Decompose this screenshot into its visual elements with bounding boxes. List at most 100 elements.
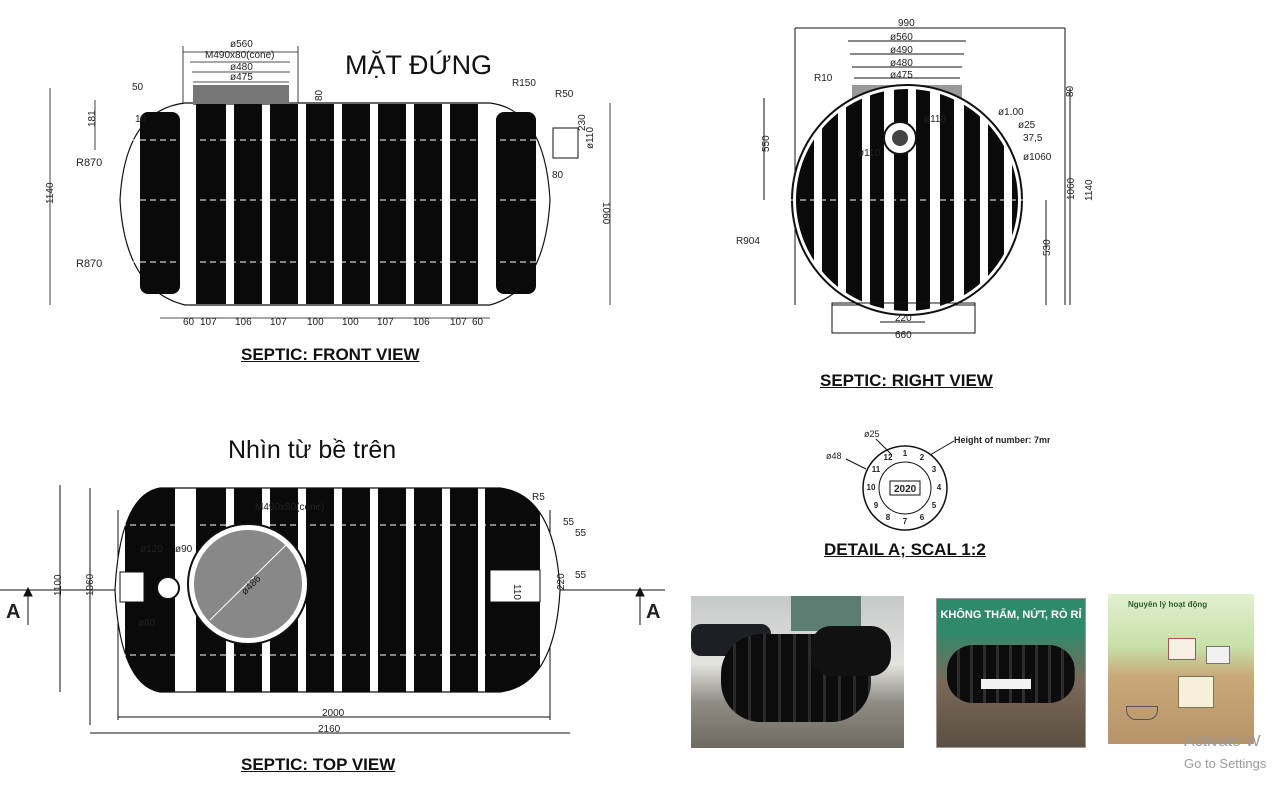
ring-number: 10 — [867, 483, 876, 492]
detail-note: Height of number: 7mm — [954, 435, 1050, 445]
dim-530: 530 — [1042, 239, 1053, 256]
green-wall — [791, 596, 861, 631]
dim-1100: 1100 — [53, 574, 64, 596]
bottom-dim: 107 — [377, 317, 394, 328]
dim-r904: R904 — [736, 236, 760, 247]
dim-230: 230 — [577, 114, 588, 131]
bottom-dim: 106 — [235, 317, 252, 328]
dim-d110: ø110 — [585, 127, 596, 149]
dim-10: 10 — [135, 114, 147, 125]
dim-d560: ø560 — [230, 39, 253, 50]
dim-d120: ø120 — [140, 544, 163, 555]
diagram-photo: Nguyên lý hoạt động — [1108, 594, 1254, 744]
front-view-drawing: ø560 M490x80(cone) ø480 ø475 R150 R50 50… — [45, 39, 611, 328]
dim-d110a: ø110 — [924, 114, 946, 125]
dim-r5: R5 — [532, 492, 545, 503]
dim-d25: ø25 — [1018, 120, 1036, 131]
dim-r150: R150 — [512, 78, 536, 89]
dim-375: 37,5 — [1023, 133, 1043, 144]
dim-80b: 80 — [552, 170, 564, 181]
settings-watermark: Go to Settings — [1184, 756, 1267, 771]
dim-d80: ø80 — [138, 618, 156, 629]
dim-181: 181 — [87, 110, 98, 127]
tank-icon — [1178, 676, 1214, 708]
tank-label — [981, 679, 1031, 689]
dim-1060: 1060 — [1066, 177, 1077, 200]
dim-r870b: R870 — [76, 258, 102, 270]
tank-body — [947, 645, 1075, 703]
ring-number: 11 — [872, 465, 881, 474]
dim-d560: ø560 — [890, 32, 913, 43]
ring-number: 2 — [920, 453, 925, 462]
section-a-right: A — [646, 601, 660, 623]
photo-caption: Nguyên lý hoạt động — [1128, 600, 1208, 609]
ring-number: 7 — [903, 517, 908, 526]
ring-number: 9 — [874, 501, 879, 510]
dim-1060: 1060 — [600, 202, 611, 225]
bottom-dim: 60 — [472, 317, 484, 328]
dim-55a: 55 — [563, 517, 575, 528]
ring-number: 3 — [932, 465, 937, 474]
product-photo: KHÔNG THẤM, NỨT, RÒ RỈ — [936, 598, 1086, 748]
ring-number: 1 — [903, 449, 908, 458]
right-view-title: SEPTIC: RIGHT VIEW — [820, 371, 993, 390]
ring-number: 12 — [884, 453, 893, 462]
bottom-dim: 106 — [413, 317, 430, 328]
top-view-drawing: M490x80(cone) R5 55 55 55 ø120 ø90 ø80 ø… — [0, 485, 665, 735]
dim-d100: ø1.00 — [998, 107, 1024, 118]
dim-d110b: ø110 — [858, 148, 880, 159]
top-view-heading: Nhìn từ bề trên — [228, 436, 397, 464]
dim-1140: 1140 — [45, 182, 56, 204]
dim-cone: M490x80(cone) — [255, 502, 324, 513]
activate-watermark: Activate W — [1184, 733, 1261, 750]
bottom-dim: 107 — [270, 317, 287, 328]
dim-660: 660 — [895, 330, 912, 341]
dim-r50: R50 — [555, 89, 574, 100]
front-view-heading: MẶT ĐỨNG — [345, 50, 493, 80]
bottom-dim: 60 — [183, 317, 195, 328]
ring-number: 8 — [886, 513, 891, 522]
dim-55c: 55 — [575, 570, 587, 581]
dim-220: 220 — [895, 313, 912, 324]
front-view-title: SEPTIC: FRONT VIEW — [241, 345, 420, 364]
tank-icon — [1126, 706, 1158, 720]
dim-2000: 2000 — [322, 708, 345, 719]
dim-r870a: R870 — [76, 157, 102, 169]
dim-r10: R10 — [814, 73, 833, 84]
house-icon — [1206, 646, 1230, 664]
ring-number: 4 — [937, 483, 942, 492]
dim-d480: ø480 — [890, 58, 913, 69]
dim-d490: ø490 — [890, 45, 913, 56]
detail-d25: ø25 — [864, 429, 880, 439]
dim-550: 550 — [761, 135, 772, 152]
dim-110: 110 — [511, 584, 522, 600]
ring-number: 6 — [920, 513, 925, 522]
dim-80a: 80 — [314, 89, 325, 101]
dim-990: 990 — [898, 18, 915, 29]
dim-50: 50 — [132, 82, 144, 93]
ring-number: 5 — [932, 501, 937, 510]
dim-1140: 1140 — [1084, 179, 1095, 201]
bottom-dim: 100 — [307, 317, 324, 328]
detail-year: 2020 — [894, 484, 917, 495]
bottom-dim: 107 — [450, 317, 467, 328]
house-icon — [1168, 638, 1196, 660]
detail-d48: ø48 — [826, 451, 842, 461]
photo-banner: KHÔNG THẤM, NỨT, RÒ RỈ — [940, 609, 1082, 621]
dim-2160: 2160 — [318, 724, 341, 735]
right-view-drawing: 990 ø560 ø490 ø480 ø475 R10 ø110 ø110 ø1… — [736, 18, 1095, 341]
dim-d475: ø475 — [230, 72, 253, 83]
tank-photo — [691, 596, 904, 748]
dim-cone: M490x80(cone) — [205, 50, 274, 61]
bottom-dim: 100 — [342, 317, 359, 328]
dim-1060: 1060 — [85, 573, 96, 596]
dim-220: 220 — [556, 573, 567, 590]
bottom-dim: 107 — [200, 317, 217, 328]
section-a-left: A — [6, 601, 20, 623]
dim-55b: 55 — [575, 528, 587, 539]
detail-a-drawing: 2020 1 2 3 4 5 6 7 8 9 10 11 12 ø25 ø48 … — [826, 429, 1050, 531]
dim-d1060: ø1060 — [1023, 152, 1052, 163]
dim-80: 80 — [1065, 85, 1076, 97]
dim-d90: ø90 — [175, 544, 193, 555]
tank-right — [811, 626, 891, 676]
